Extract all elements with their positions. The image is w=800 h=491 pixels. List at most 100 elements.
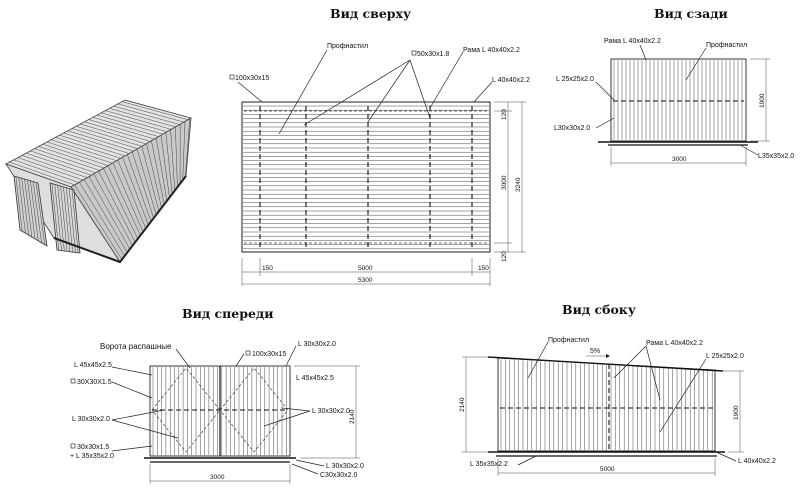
side-dim-width: 5000	[600, 466, 615, 473]
corrugation-rib	[185, 118, 191, 177]
corrugation-rib	[38, 146, 105, 169]
corrugation-rib	[68, 188, 76, 253]
top-view-drawing: Профнастил 50x30x1.8 Рама L 40x40x2.2 10…	[229, 43, 530, 286]
corrugation-rib	[136, 148, 157, 215]
corrugation-rib	[51, 139, 117, 161]
side-dim-height-left: 2140	[459, 397, 466, 412]
pipe-profile-icon	[70, 378, 76, 384]
corrugation-rib	[15, 176, 23, 232]
back-view-drawing: Рама L 40x40x2.2 Профнастил L 25x25x2.0 …	[554, 38, 794, 166]
corrugation-rib	[13, 159, 79, 183]
back-dim-width: 3000	[672, 156, 687, 163]
front-label-pipe-30-bottom: 30x30x1.5	[77, 444, 109, 451]
corrugation-rib	[160, 135, 170, 198]
corrugation-rib	[71, 128, 138, 149]
top-label-pipe-50: 50x30x1.8	[417, 51, 449, 58]
corrugation-rib	[146, 143, 162, 208]
corrugation-rib	[151, 140, 165, 205]
top-dim-v-mid: 3000	[501, 175, 508, 190]
front-label-angle-30-top: L 30x30x2.0	[298, 341, 336, 348]
front-label-angle-30-left: L 30x30x2.0	[72, 416, 110, 423]
front-label-angle-45-right: L 45x45x2.5	[296, 375, 334, 382]
pipe-profile-icon	[229, 74, 235, 80]
back-label-profnastil: Профнастил	[706, 42, 747, 49]
corrugation-rib	[109, 108, 176, 128]
corrugation-rib	[80, 123, 147, 145]
corrugation-rib	[26, 152, 92, 176]
corrugation-rib	[55, 137, 121, 159]
top-dim-mid: 5000	[358, 265, 373, 272]
back-label-frame: Рама L 40x40x2.2	[604, 38, 661, 45]
corrugation-rib	[105, 110, 172, 130]
front-label-channel-30: C30x30x2.0	[320, 472, 357, 479]
side-label-angle-35: L 35x35x2.2	[470, 461, 508, 468]
front-view-drawing: Ворота распашные 100x30x15 L 30x30x2.0 L…	[70, 341, 364, 484]
front-label-angle-30-right: L 30x30x2.0	[312, 408, 350, 415]
front-dim-height: 2140	[349, 409, 356, 424]
corrugation-rib	[27, 179, 36, 239]
corrugation-rib	[21, 155, 88, 178]
corrugation-rib	[35, 182, 46, 245]
corrugation-rib	[141, 146, 160, 212]
corrugation-rib	[92, 117, 159, 137]
front-label-angle-45-left: L 45x45x2.5	[74, 362, 112, 369]
side-view-drawing: Профнастил Рама L 40x40x2.2 5% L 25x25x2…	[459, 337, 776, 476]
corrugation-rib	[107, 165, 141, 236]
corrugation-rib	[88, 176, 131, 250]
side-label-slope: 5%	[590, 348, 600, 355]
corrugation-rib	[67, 130, 134, 152]
back-dim-height: 1900	[759, 93, 766, 108]
corrugation-rib	[66, 187, 73, 253]
corrugation-rib	[17, 157, 84, 181]
front-label-angle-35-bottom: + L 35x35x2.0	[70, 453, 114, 460]
top-dim-v-total: 3240	[515, 177, 522, 192]
front-label-angle-30-bottom: L 30x30x2.0	[326, 463, 364, 470]
corrugation-rib	[170, 129, 176, 191]
corrugation-rib	[18, 177, 26, 234]
pipe-profile-icon	[411, 50, 417, 56]
corrugation-rib	[88, 119, 155, 140]
corrugation-rib	[101, 112, 168, 133]
title-front-view: Вид спереди	[182, 306, 274, 321]
title-back-view: Вид сзади	[654, 6, 728, 21]
corrugation-rib	[74, 184, 123, 260]
side-dim-height-right: 1900	[733, 405, 740, 420]
corrugation-rib	[165, 132, 173, 195]
title-top-view: Вид сверху	[330, 6, 411, 21]
side-label-angle-40: L 40x40x2.2	[738, 458, 776, 465]
corrugation-rib	[113, 105, 180, 125]
corrugation-rib	[24, 179, 33, 238]
top-dim-left: 150	[262, 265, 273, 272]
corrugation-rib	[103, 168, 139, 239]
corrugation-rib	[117, 103, 184, 123]
side-label-frame: Рама L 40x40x2.2	[646, 340, 703, 347]
corrugation-rib	[96, 114, 163, 135]
back-label-angle-35: L35x35x2.0	[758, 153, 794, 160]
corrugation-rib	[127, 154, 152, 222]
corrugation-rib	[9, 161, 75, 186]
back-label-angle-25: L 25x25x2.0	[556, 76, 594, 83]
corrugation-rib	[175, 126, 178, 188]
top-dim-v-bot: 120	[501, 251, 508, 262]
corrugation-rib	[60, 186, 68, 252]
corrugation-rib	[71, 189, 79, 253]
corrugation-rib	[131, 151, 154, 219]
back-label-angle-30: L30x30x2.0	[554, 125, 590, 132]
front-label-pipe-30-15: 30X30X1.5	[77, 379, 112, 386]
top-label-profnastil: Профнастил	[327, 43, 368, 50]
corrugation-rib	[84, 121, 151, 142]
pipe-profile-icon	[70, 443, 76, 449]
corrugation-rib	[57, 185, 65, 251]
corrugation-rib	[30, 180, 39, 241]
front-dim-width: 3000	[210, 474, 225, 481]
corrugation-rib	[155, 137, 168, 201]
corrugation-rib	[46, 141, 113, 164]
corrugation-rib	[117, 160, 146, 229]
title-side-view: Вид сбоку	[562, 302, 636, 317]
side-label-angle-25: L 25x25x2.0	[706, 353, 744, 360]
corrugation-rib	[30, 150, 96, 174]
corrugation-rib	[98, 171, 136, 243]
front-label-gate: Ворота распашные	[100, 342, 172, 351]
corrugation-rib	[76, 126, 142, 147]
